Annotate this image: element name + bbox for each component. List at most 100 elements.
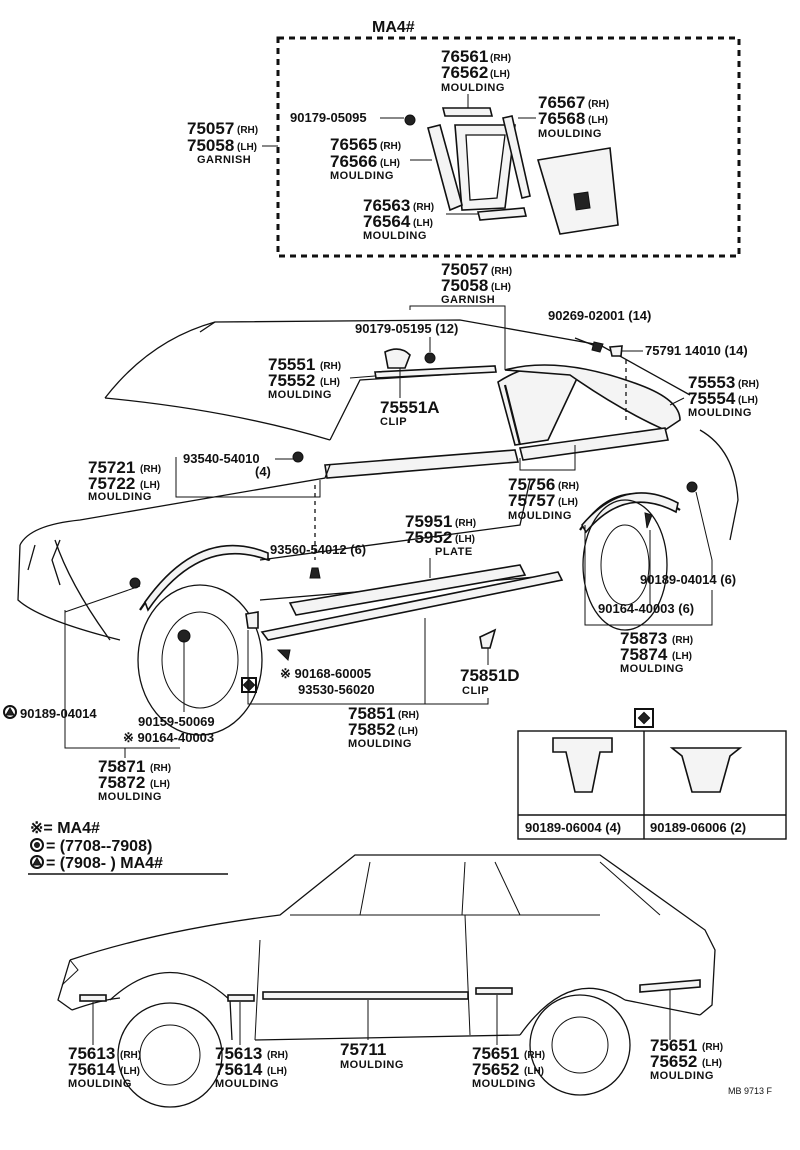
bolt-93540-icon	[292, 451, 304, 463]
part-75851-name: MOULDING	[348, 738, 412, 750]
side-r2-name: MOULDING	[650, 1070, 714, 1082]
side-r2-number-b: 75652	[650, 1052, 697, 1071]
part-76565-suffix: (RH)	[380, 141, 401, 152]
clip-75791-icon	[609, 345, 623, 357]
screw-90269-icon	[591, 341, 604, 353]
part-75721-suffix: (RH)	[140, 464, 161, 475]
ma4-group: MA4# 76561 (RH) 76562 (LH) MOULDING 7656…	[187, 19, 741, 258]
part-93540-54010: 93540-54010	[183, 451, 260, 466]
part-75554-suffix: (LH)	[738, 395, 758, 406]
side-moulding-door	[262, 991, 469, 1000]
clip-table: 90189-06004 (4) 90189-06006 (2)	[517, 708, 787, 840]
part-75551-suffix: (RH)	[320, 361, 341, 372]
part-75874-number: 75874	[620, 645, 668, 664]
part-75951-name: PLATE	[435, 546, 473, 558]
part-75851d-number: 75851D	[460, 666, 520, 685]
side-f1-suffix-b: (LH)	[120, 1066, 140, 1077]
part-93560-54012: 93560-54012 (6)	[270, 542, 366, 557]
part-76563-suffix: (RH)	[413, 202, 434, 213]
part-76561-name: MOULDING	[441, 82, 505, 94]
side-f1-number-a: 75613	[68, 1044, 115, 1063]
side-moulding-rear-1	[475, 987, 513, 995]
footer-code: MB 9713 F	[728, 1086, 773, 1096]
garnish-window-drawing	[427, 107, 619, 235]
part-75872-suffix: (LH)	[150, 779, 170, 790]
legend-line-2: = (7708--7908)	[46, 838, 152, 855]
part-76563-number: 76563	[363, 196, 410, 215]
part-75757-number: 75757	[508, 491, 555, 510]
side-f2-suffix-a: (RH)	[267, 1050, 288, 1061]
part-90179-05095: 90179-05095	[290, 110, 367, 125]
part-75756-name: MOULDING	[508, 510, 572, 522]
side-r1-number-a: 75651	[472, 1044, 519, 1063]
part-76568-suffix: (LH)	[588, 115, 608, 126]
main-labels: 75057 (RH) 75058 (LH) GARNISH 90269-0200…	[3, 260, 759, 803]
part-93540-qty: (4)	[255, 464, 271, 479]
part-90269-02001: 90269-02001 (14)	[548, 308, 651, 323]
clip-90189-06006-icon	[669, 747, 743, 793]
screw-90168-icon	[276, 649, 291, 662]
part-75553-suffix: (RH)	[738, 379, 759, 390]
part-75058-suffix: (LH)	[237, 142, 257, 153]
part-75721-name: MOULDING	[88, 491, 152, 503]
clip-90189-06004-icon	[552, 737, 613, 793]
bolt-icon	[404, 114, 416, 126]
part-75871-number: 75871	[98, 757, 145, 776]
part-75952-number: 75952	[405, 528, 452, 547]
side-moulding-rear-2	[639, 979, 701, 993]
part-75757-suffix: (LH)	[558, 497, 578, 508]
part-75722-number: 75722	[88, 474, 135, 493]
part-75951-suffix: (RH)	[455, 518, 476, 529]
bolt-90179-icon	[424, 352, 436, 364]
clip-75551a-icon	[384, 348, 411, 369]
part-75057-b-suffix: (RH)	[491, 266, 512, 277]
side-r1-suffix-b: (LH)	[524, 1066, 544, 1077]
part-75871-name: MOULDING	[98, 791, 162, 803]
part-75851d-name: CLIP	[462, 685, 489, 697]
part-76567-suffix: (RH)	[588, 99, 609, 110]
side-c-name: MOULDING	[340, 1059, 404, 1071]
side-f2-number-b: 75614	[215, 1060, 263, 1079]
part-75552-number: 75552	[268, 371, 315, 390]
part-76562-number: 76562	[441, 63, 488, 82]
part-75872-number: 75872	[98, 773, 145, 792]
part-76561-suffix: (RH)	[490, 53, 511, 64]
part-76564-suffix: (LH)	[413, 218, 433, 229]
side-moulding-front-1	[79, 994, 107, 1002]
screw-93560-icon	[309, 567, 321, 579]
side-r1-name: MOULDING	[472, 1078, 536, 1090]
part-75851-number: 75851	[348, 704, 395, 723]
part-75553-name: MOULDING	[688, 407, 752, 419]
part-75756-number: 75756	[508, 475, 555, 494]
side-r1-suffix-a: (RH)	[524, 1050, 545, 1061]
part-90159-50069: 90159-50069	[138, 714, 215, 729]
part-75551a-name: CLIP	[380, 416, 407, 428]
part-75873-number: 75873	[620, 629, 667, 648]
side-f2-name: MOULDING	[215, 1078, 279, 1090]
part-90179-05195: 90179-05195 (12)	[355, 321, 458, 336]
part-90189-04014-front: 90189-04014	[20, 706, 97, 721]
part-76563-name: MOULDING	[363, 230, 427, 242]
part-75873-suffix: (RH)	[672, 635, 693, 646]
part-75721-number: 75721	[88, 458, 135, 477]
part-75756-suffix: (RH)	[558, 481, 579, 492]
part-75791-14010: 75791 14010 (14)	[645, 343, 748, 358]
part-76561-number: 76561	[441, 47, 488, 66]
side-labels: 75613 (RH) 75614 (LH) MOULDING 75613 (RH…	[68, 1036, 773, 1096]
part-90189-04014-rear: 90189-04014 (6)	[640, 572, 736, 587]
side-f1-suffix-a: (RH)	[120, 1050, 141, 1061]
part-75873-name: MOULDING	[620, 663, 684, 675]
side-f1-name: MOULDING	[68, 1078, 132, 1090]
part-76565-number: 76565	[330, 135, 377, 154]
part-75722-suffix: (LH)	[140, 480, 160, 491]
part-76566-number: 76566	[330, 152, 377, 171]
side-c-number: 75711	[340, 1040, 386, 1059]
side-f1-number-b: 75614	[68, 1060, 116, 1079]
legend-line-3: = (7908- ) MA4#	[46, 855, 163, 872]
part-75057-b-number: 75057	[441, 260, 488, 279]
part-75551-name: MOULDING	[268, 389, 332, 401]
part-75058-b-number: 75058	[441, 276, 488, 295]
part-75554-number: 75554	[688, 389, 736, 408]
clip-75851d-icon	[479, 628, 497, 649]
part-75057-name: GARNISH	[197, 154, 251, 166]
